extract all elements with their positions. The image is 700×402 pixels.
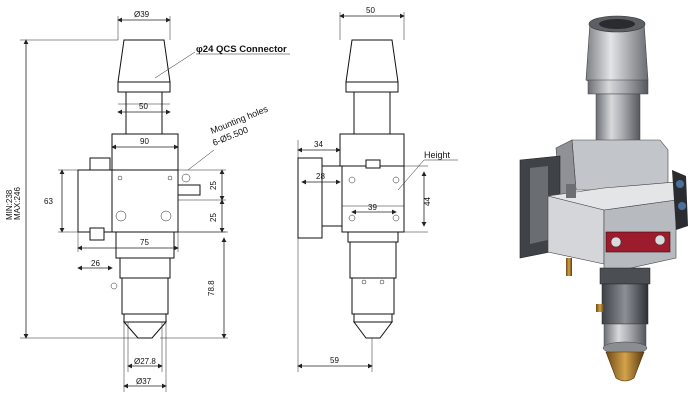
side-view: 50 34 28 Height 39 44 — [297, 6, 458, 372]
dim-26: 26 — [91, 259, 100, 268]
dim-25-a: 25 — [209, 181, 218, 190]
side-dim-39: 39 — [368, 203, 377, 212]
qcs-connector — [117, 39, 171, 83]
dim-dia-27-8: Ø27.8 — [134, 357, 156, 366]
render-nozzle-tip — [605, 351, 645, 382]
connector-label: φ24 QCS Connector — [196, 44, 287, 55]
dim-25-b: 25 — [209, 213, 218, 222]
dim-height-min: MIN:238 — [5, 189, 14, 220]
side-dim-34: 34 — [314, 140, 323, 149]
dim-75: 75 — [140, 238, 149, 247]
dim-width-50: 50 — [139, 102, 148, 111]
side-dim-50: 50 — [366, 6, 375, 15]
dim-dia-39: Ø39 — [134, 10, 150, 19]
dim-63: 63 — [44, 197, 53, 206]
rendered-3d-view — [519, 15, 688, 382]
side-dim-44: 44 — [423, 197, 432, 206]
height-label: Height — [424, 150, 451, 160]
front-view: Ø39 φ24 QCS Connector 50 90 Mounting hol… — [5, 10, 290, 392]
side-dim-59: 59 — [330, 356, 339, 365]
render-red-panel — [605, 231, 671, 253]
dim-dia-37: Ø37 — [136, 377, 152, 386]
side-dim-28: 28 — [316, 172, 325, 181]
dim-height-max: MAX:246 — [13, 187, 22, 220]
dim-78-8: 78.8 — [207, 280, 216, 296]
dim-width-90: 90 — [140, 137, 149, 146]
